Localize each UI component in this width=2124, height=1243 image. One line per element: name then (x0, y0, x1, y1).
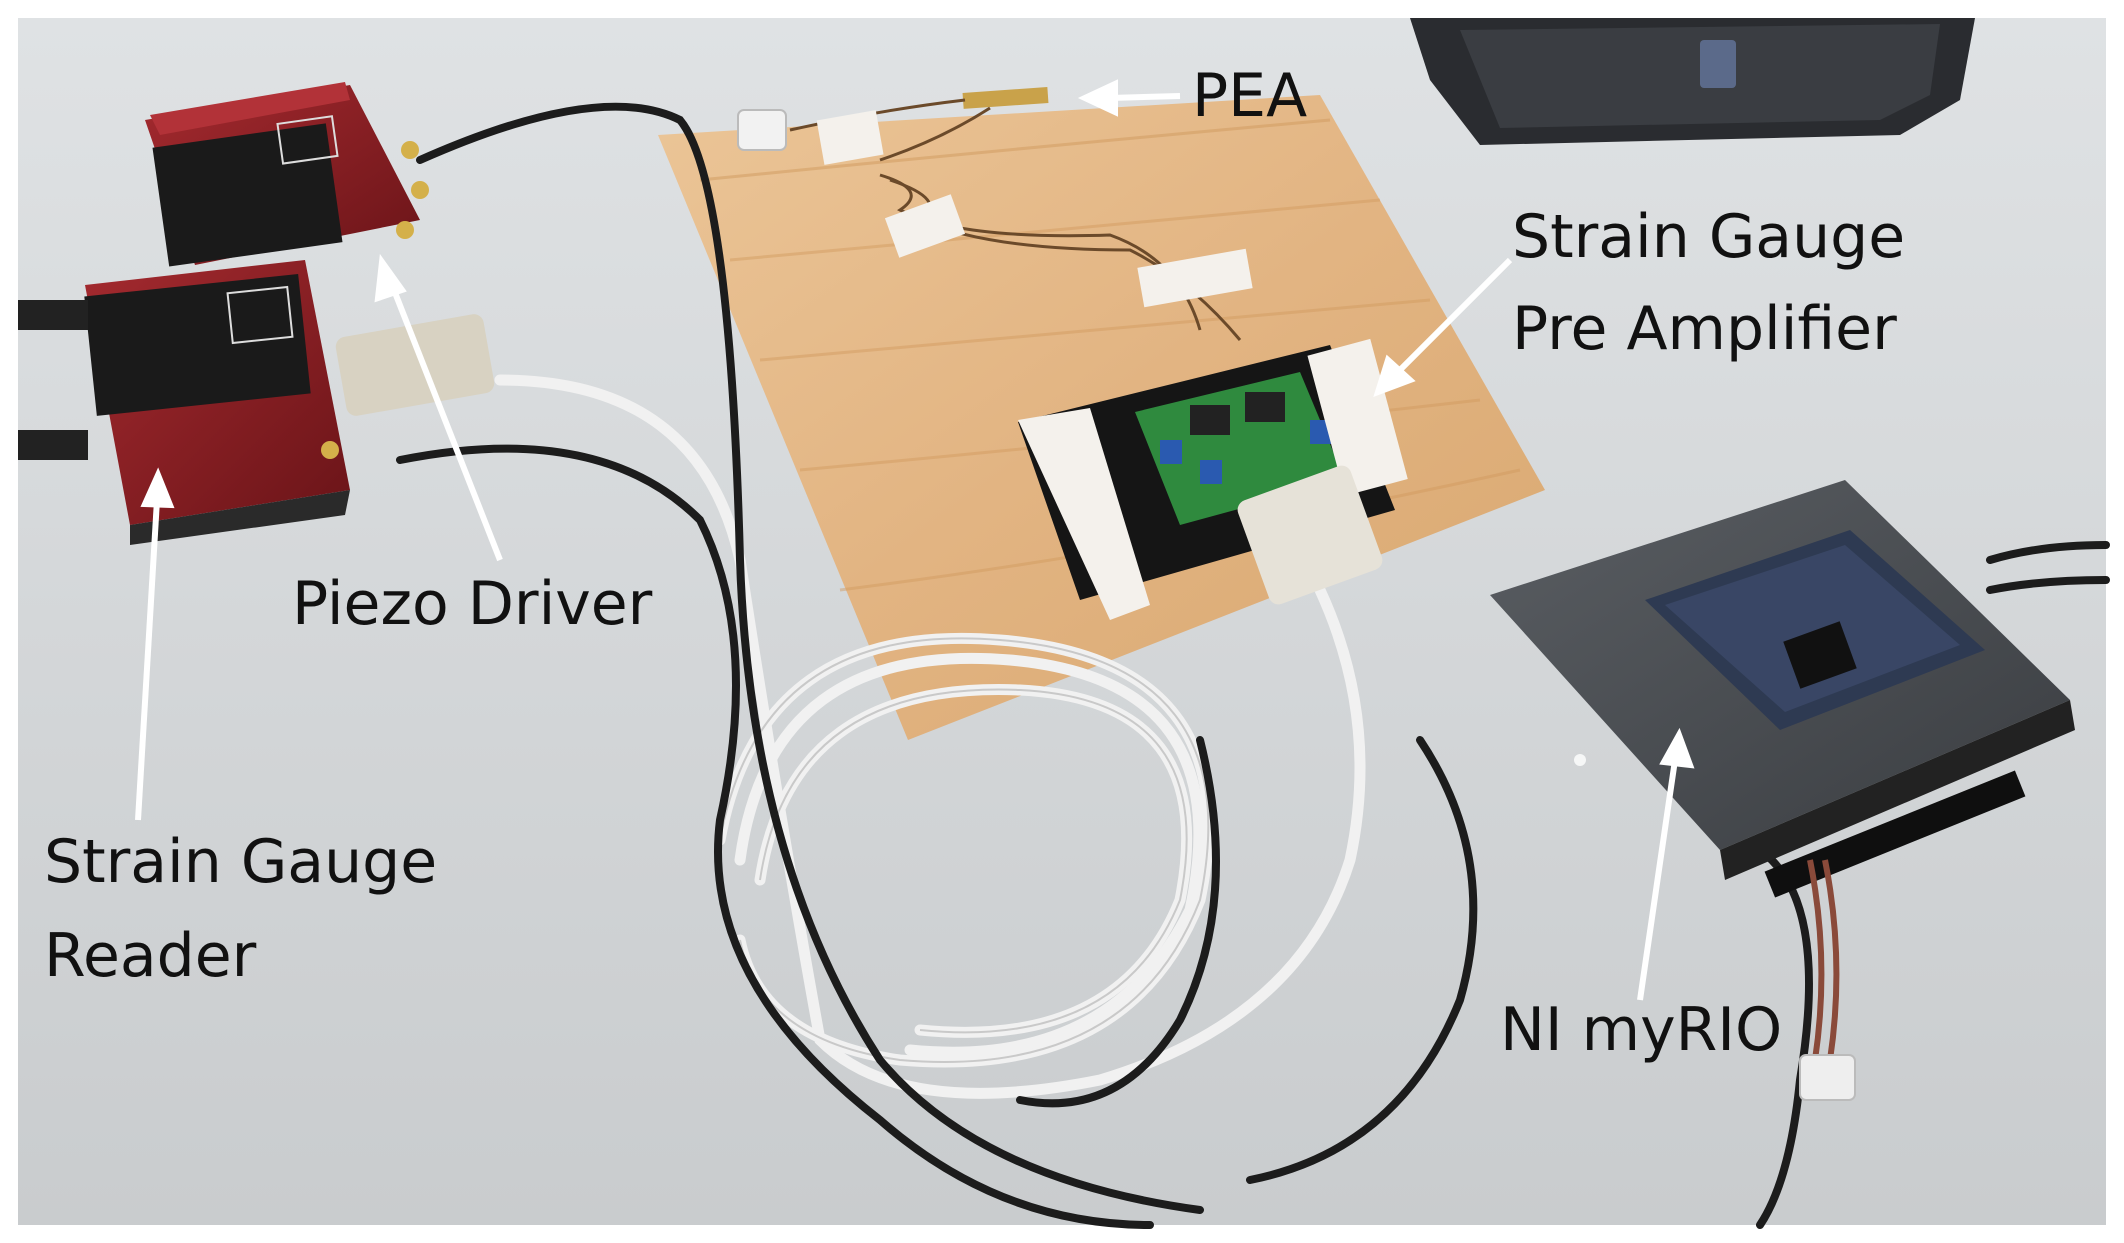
piezo-driver-unit (145, 82, 429, 267)
myrio-wires (1807, 859, 1840, 1061)
cable-stub (18, 300, 88, 330)
label-strain-gauge-reader-line1: Strain Gauge (44, 827, 438, 897)
dsub-connector (1237, 465, 1383, 605)
cable-stub (18, 430, 88, 460)
ni-myrio-device (1490, 480, 2075, 898)
label-strain-gauge-reader-line2: Reader (44, 921, 257, 991)
dsub-connector (335, 314, 495, 416)
label-ni-myrio: NI myRIO (1500, 995, 1783, 1065)
tape-strip (884, 194, 966, 258)
label-strain-gauge-pre-amplifier-line1: Strain Gauge (1512, 202, 1906, 272)
white-cable-bundle-shadow (719, 637, 1210, 1063)
label-strain-gauge-pre-amplifier-line2: Pre Amplifier (1512, 294, 1897, 364)
label-pea: PEA (1192, 61, 1308, 131)
annotation-arrows (135, 79, 1695, 1001)
tape-strip (816, 110, 884, 165)
tape-strip (1137, 248, 1253, 308)
terminal-block (737, 109, 787, 151)
strain-gauge-reader-unit (84, 260, 350, 545)
computer-case (1410, 18, 1975, 145)
terminal-connector (1799, 1054, 1856, 1101)
label-piezo-driver: Piezo Driver (292, 569, 653, 639)
